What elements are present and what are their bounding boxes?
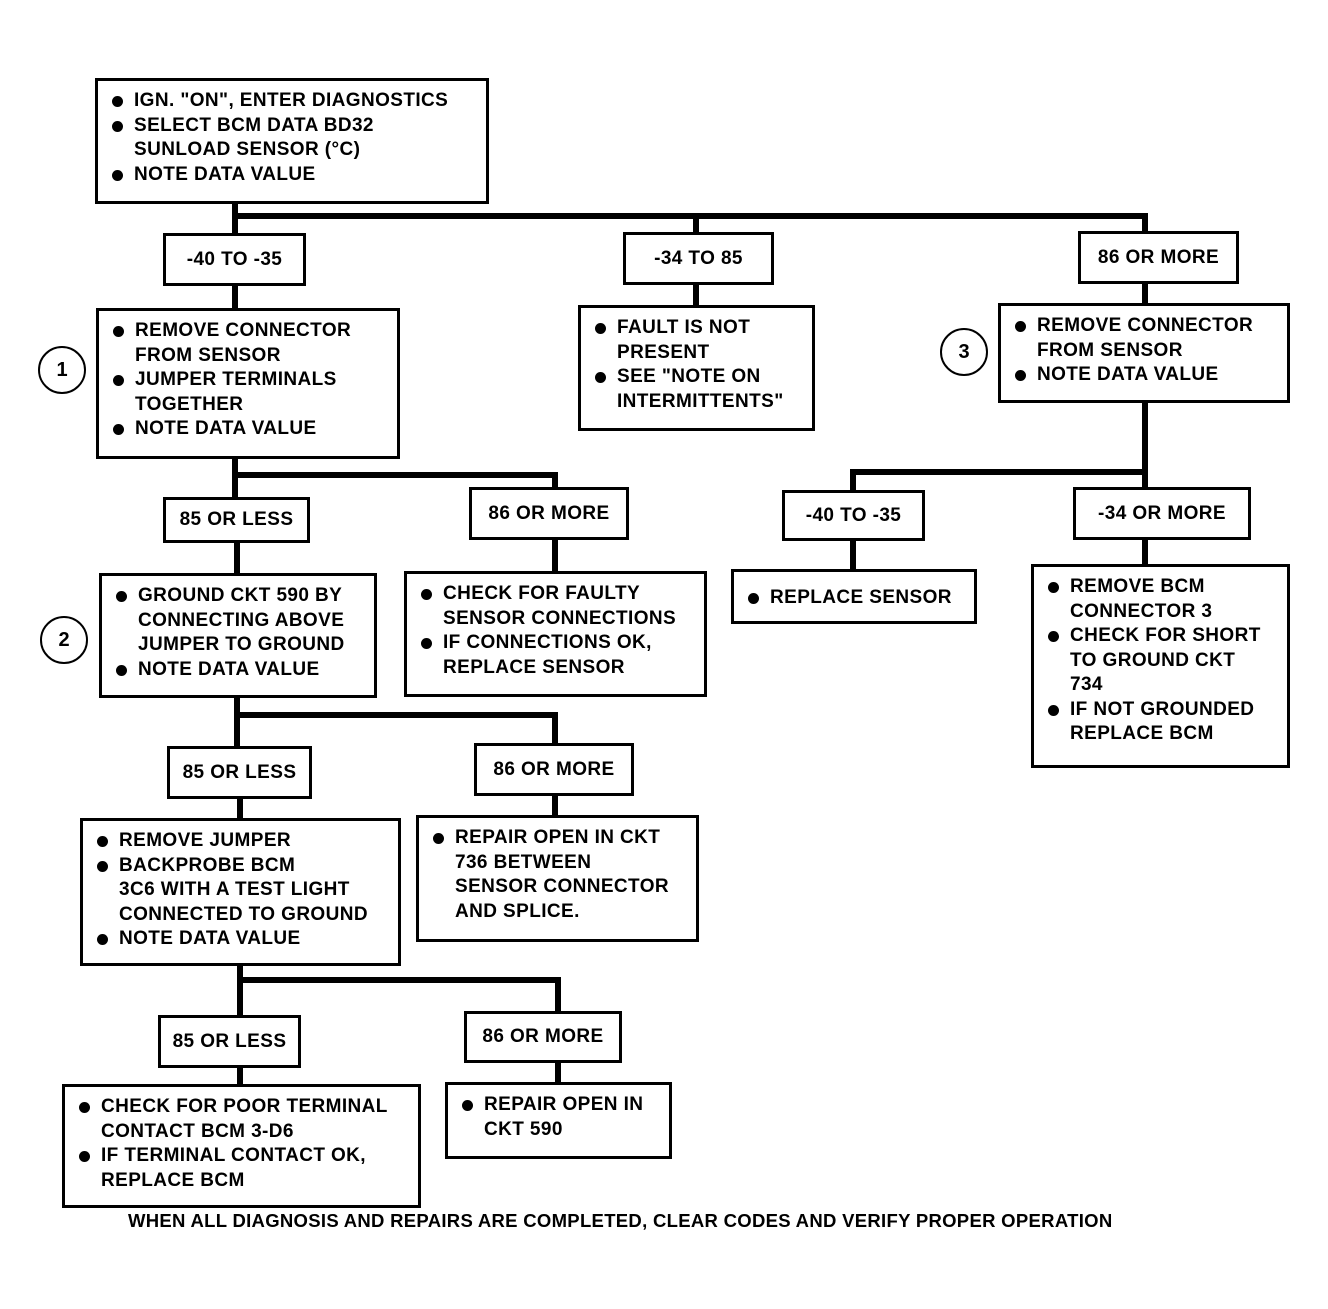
remove-bcm-connector-box: REMOVE BCM CONNECTOR 3 CHECK FOR SHORT T… [1031,564,1290,768]
step-item: JUMPER TERMINALS [111,368,391,393]
range-box-34-or-more: -34 OR MORE [1073,487,1251,540]
step-item: CHECK FOR FAULTY [419,582,698,607]
range-label: -34 OR MORE [1098,502,1226,524]
step-item: CKT 590 [484,1118,563,1140]
range-box-normal: -34 TO 85 [623,232,774,285]
range-box-86-or-more: 86 OR MORE [474,743,634,796]
range-label: 85 OR LESS [179,509,294,530]
start-item: SUNLOAD SENSOR (°C) [134,139,361,160]
range-label: 86 OR MORE [482,1026,604,1047]
step-item: BACKPROBE BCM [95,854,392,879]
step-item: NOTE DATA VALUE [114,658,368,683]
range-label: 86 OR MORE [488,502,610,524]
check-faulty-connections-box: CHECK FOR FAULTY SENSOR CONNECTIONS IF C… [404,571,707,697]
step-item: REMOVE BCM [1046,575,1281,600]
step-item: FAULT IS NOT [593,316,806,341]
start-item: IGN. "ON", ENTER DIAGNOSTICS [110,89,480,114]
repair-ckt-590-box: REPAIR OPEN IN CKT 590 [445,1082,672,1159]
range-label: 85 OR LESS [172,1030,287,1052]
range-box-low: -40 TO -35 [163,233,306,286]
fault-not-present-box: FAULT IS NOT PRESENT SEE "NOTE ON INTERM… [578,305,815,431]
step-item: REPLACE SENSOR [746,586,968,611]
step3-box: REMOVE CONNECTOR FROM SENSOR NOTE DATA V… [998,303,1290,403]
step-item: REPAIR OPEN IN CKT [431,826,690,851]
step-item: NOTE DATA VALUE [111,417,391,442]
range-label: -40 TO -35 [186,248,283,270]
step-item: REMOVE CONNECTOR [1013,314,1281,339]
step-item: REMOVE CONNECTOR [111,319,391,344]
start-item: SELECT BCM DATA BD32 [110,114,480,139]
step-item: IF TERMINAL CONTACT OK, [77,1144,412,1169]
callout-number: 2 [58,628,70,651]
step-item: REPLACE SENSOR [443,656,625,678]
step2-box: GROUND CKT 590 BY CONNECTING ABOVE JUMPE… [99,573,377,698]
step-item: NOTE DATA VALUE [95,927,392,952]
range-box-85-or-less: 85 OR LESS [163,497,310,543]
range-box-low: -40 TO -35 [782,490,925,541]
range-label: 86 OR MORE [493,758,615,780]
start-step-box: IGN. "ON", ENTER DIAGNOSTICS SELECT BCM … [95,78,489,204]
step-item: CONNECTED TO GROUND [119,903,368,925]
step-item: 734 [1070,674,1103,695]
callout-number: 3 [958,340,970,363]
step-item: FROM SENSOR [135,344,281,366]
step-item: JUMPER TO GROUND [138,634,345,655]
callout-1: 1 [38,346,86,394]
backprobe-bcm-box: REMOVE JUMPER BACKPROBE BCM 3C6 WITH A T… [80,818,401,966]
range-box-85-or-less: 85 OR LESS [167,746,312,799]
poor-terminal-contact-box: CHECK FOR POOR TERMINAL CONTACT BCM 3-D6… [62,1084,421,1208]
start-item: NOTE DATA VALUE [110,163,480,188]
step-item: PRESENT [617,341,710,363]
range-label: -34 TO 85 [654,247,743,269]
range-label: 86 OR MORE [1097,246,1220,268]
replace-sensor-box: REPLACE SENSOR [731,569,977,624]
range-label: 85 OR LESS [182,761,297,783]
step-item: IF CONNECTIONS OK, [419,631,698,656]
range-box-86-or-more: 86 OR MORE [464,1011,622,1063]
range-box-85-or-less: 85 OR LESS [158,1015,301,1068]
range-label: -40 TO -35 [805,504,902,526]
step-item: NOTE DATA VALUE [1013,363,1281,388]
callout-number: 1 [56,358,68,381]
step-item: CONNECTOR 3 [1070,600,1213,622]
callout-2: 2 [40,616,88,664]
step-item: CONTACT BCM 3-D6 [101,1120,294,1142]
step-item: 3C6 WITH A TEST LIGHT [119,879,350,900]
step-item: REPLACE BCM [101,1169,245,1191]
step-item: REMOVE JUMPER [95,829,392,854]
step-item: REPLACE BCM [1070,723,1214,744]
range-box-86-or-more: 86 OR MORE [469,487,629,540]
step-item: CONNECTING ABOVE [138,609,345,631]
step-item: CHECK FOR SHORT [1046,624,1281,649]
step1-box: REMOVE CONNECTOR FROM SENSOR JUMPER TERM… [96,308,400,459]
step-item: INTERMITTENTS" [617,390,784,412]
step-item: SEE "NOTE ON [593,365,806,390]
repair-ckt-736-box: REPAIR OPEN IN CKT 736 BETWEEN SENSOR CO… [416,815,699,942]
step-item: IF NOT GROUNDED [1046,698,1281,723]
range-box-high: 86 OR MORE [1078,231,1239,284]
step-item: TOGETHER [135,393,244,415]
step-item: 736 BETWEEN [455,851,592,873]
step-item: TO GROUND CKT [1070,649,1236,671]
step-item: SENSOR CONNECTIONS [443,607,677,629]
step-item: CHECK FOR POOR TERMINAL [77,1095,412,1120]
callout-3: 3 [940,328,988,376]
step-item: SENSOR CONNECTOR [455,876,670,897]
step-item: GROUND CKT 590 BY [114,584,368,609]
step-item: FROM SENSOR [1037,339,1183,361]
footer-note: WHEN ALL DIAGNOSIS AND REPAIRS ARE COMPL… [128,1210,1113,1231]
step-item: AND SPLICE. [455,900,580,922]
step-item: REPAIR OPEN IN [460,1093,663,1118]
